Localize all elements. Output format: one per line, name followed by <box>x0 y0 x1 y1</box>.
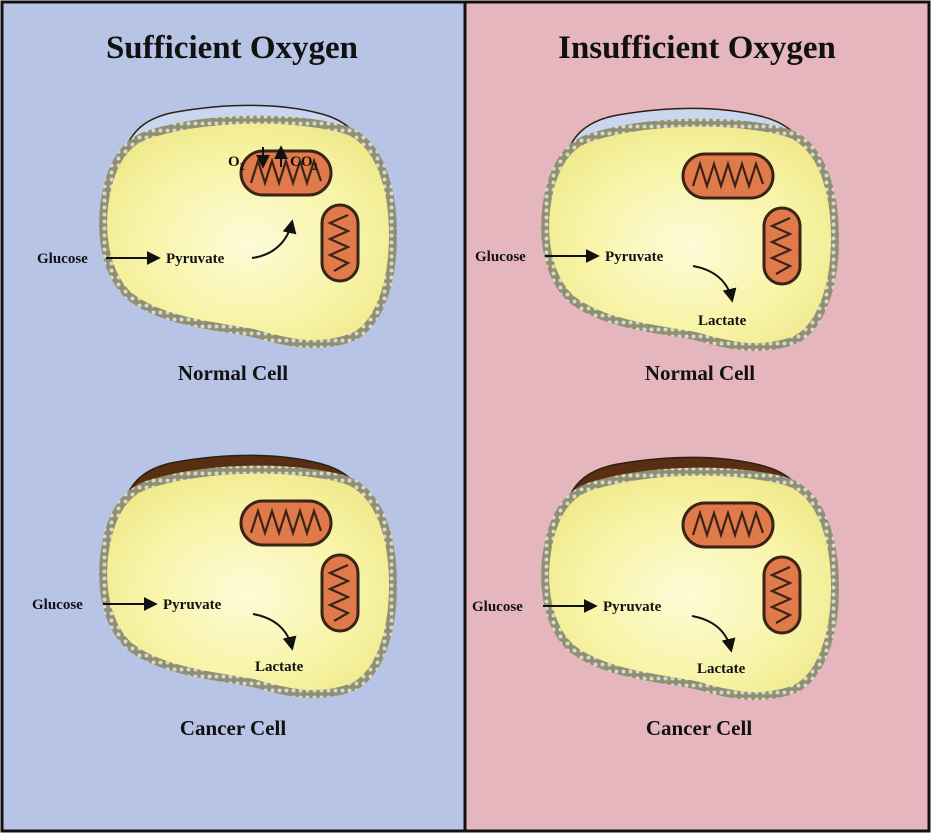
cancer-cell-sufficient <box>103 455 393 694</box>
co2-label: CO2 <box>290 154 318 173</box>
cancer-cell-caption: Cancer Cell <box>180 716 286 740</box>
glucose-label: Glucose <box>37 251 88 267</box>
normal-cell-caption: Normal Cell <box>645 361 755 385</box>
o2-label: O2 <box>228 154 245 173</box>
sufficient-oxygen-title: Sufficient Oxygen <box>106 30 358 66</box>
glucose-label: Glucose <box>475 249 526 265</box>
lactate-label: Lactate <box>697 661 746 677</box>
pyruvate-label: Pyruvate <box>166 251 225 267</box>
insufficient-oxygen-title: Insufficient Oxygen <box>558 30 836 66</box>
pyruvate-to-lactate-arrow <box>252 613 297 651</box>
pyruvate-label: Pyruvate <box>163 597 222 613</box>
normal-cell-caption: Normal Cell <box>178 361 288 385</box>
pyruvate-to-lactate-arrow <box>691 615 736 653</box>
normal-cell-sufficient <box>103 105 393 344</box>
lactate-label: Lactate <box>255 659 304 675</box>
cancer-cell-insufficient <box>545 457 835 696</box>
normal-cell-insufficient <box>545 108 835 347</box>
pyruvate-to-lactate-arrow <box>692 265 737 303</box>
lactate-label: Lactate <box>698 313 747 329</box>
pyruvate-label: Pyruvate <box>603 599 662 615</box>
glucose-label: Glucose <box>32 597 83 613</box>
pyruvate-label: Pyruvate <box>605 249 664 265</box>
cancer-cell-caption: Cancer Cell <box>646 716 752 740</box>
glucose-label: Glucose <box>472 599 523 615</box>
pyruvate-to-mitochondria-arrow <box>251 219 297 259</box>
